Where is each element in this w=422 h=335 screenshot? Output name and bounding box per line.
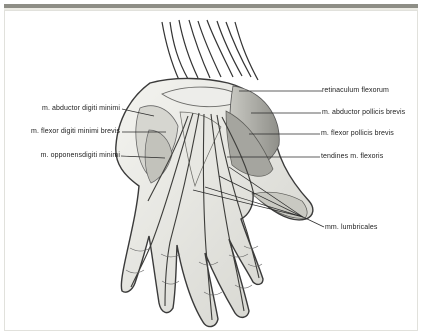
label-retinaculum-flexorum: retinaculum flexorum <box>322 86 408 95</box>
label-flexor-pollicis-brevis: m. flexor pollicis brevis <box>321 129 413 138</box>
label-tendines-flexoris: tendines m. flexoris <box>321 152 405 161</box>
label-abductor-digiti-minimi: m. abductor digiti minimi <box>24 104 120 113</box>
label-opponens-digiti-minimi: m. opponensdigiti minimi <box>17 151 120 160</box>
forearm-tendons <box>162 20 258 80</box>
label-abductor-pollicis-brevis: m. abductor pollicis brevis <box>322 108 412 117</box>
label-flexor-digiti-minimi-brevis: m. flexor digiti minimi brevis <box>9 127 120 136</box>
label-lumbricales: mm. lumbricales <box>325 223 395 232</box>
